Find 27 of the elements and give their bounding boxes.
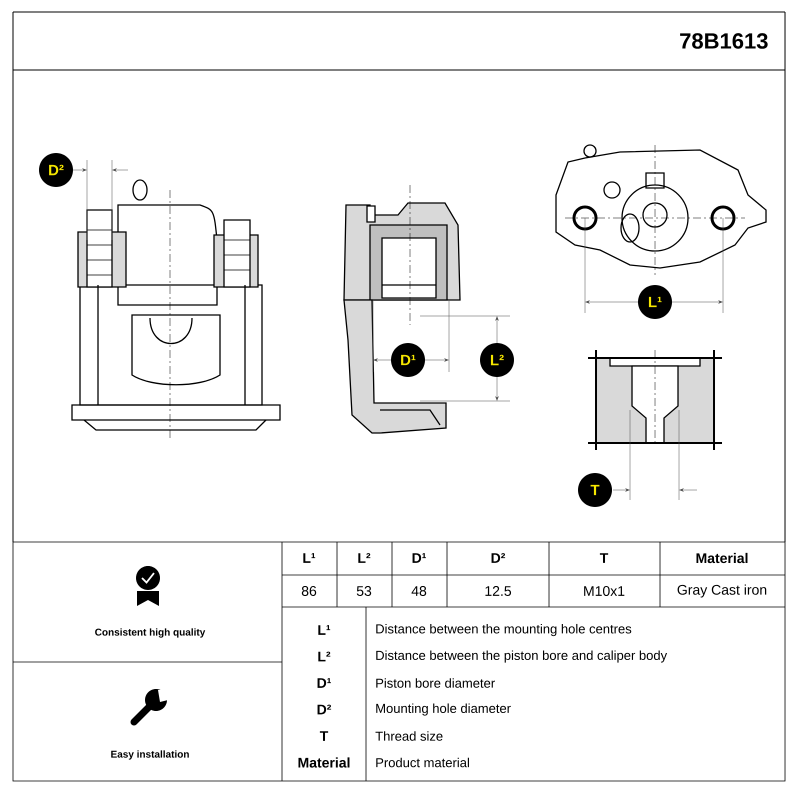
table-cell: 86 — [302, 586, 316, 596]
description-text: Thread size — [376, 731, 443, 741]
symbol-label: D¹ — [318, 678, 331, 688]
table-cell: 12.5 — [485, 586, 512, 596]
description-text: Piston bore diameter — [376, 678, 495, 688]
table-header-cell: L¹ — [303, 553, 316, 563]
symbol-label: Material — [298, 757, 350, 768]
symbol-label: T — [320, 731, 328, 741]
description-text: Distance between the mounting hole centres — [376, 624, 632, 636]
table-header-cell: T — [600, 553, 608, 563]
table-header-cell: Material — [696, 552, 748, 564]
symbol-label: D² — [318, 704, 332, 714]
feature-label: Consistent high quality — [95, 628, 206, 638]
table-cell: 48 — [412, 586, 426, 596]
table-header-cell: D¹ — [412, 553, 426, 563]
symbol-label: L² — [318, 652, 330, 662]
table-cell: M10x1 — [584, 586, 624, 596]
table-header-cell: D² — [492, 553, 506, 563]
description-text: Mounting hole diameter — [376, 703, 511, 716]
table-cell: Gray Cast iron — [678, 584, 766, 598]
table-cell: 53 — [356, 586, 372, 596]
symbol-label: L¹ — [318, 625, 330, 635]
description-text: Distance between the piston bore and caliper body — [376, 650, 668, 663]
part-number: 78B1613 — [680, 33, 768, 49]
description-text: Product material — [376, 758, 469, 768]
feature-label: Easy installation — [111, 750, 189, 760]
table-header-cell: L² — [358, 553, 370, 563]
